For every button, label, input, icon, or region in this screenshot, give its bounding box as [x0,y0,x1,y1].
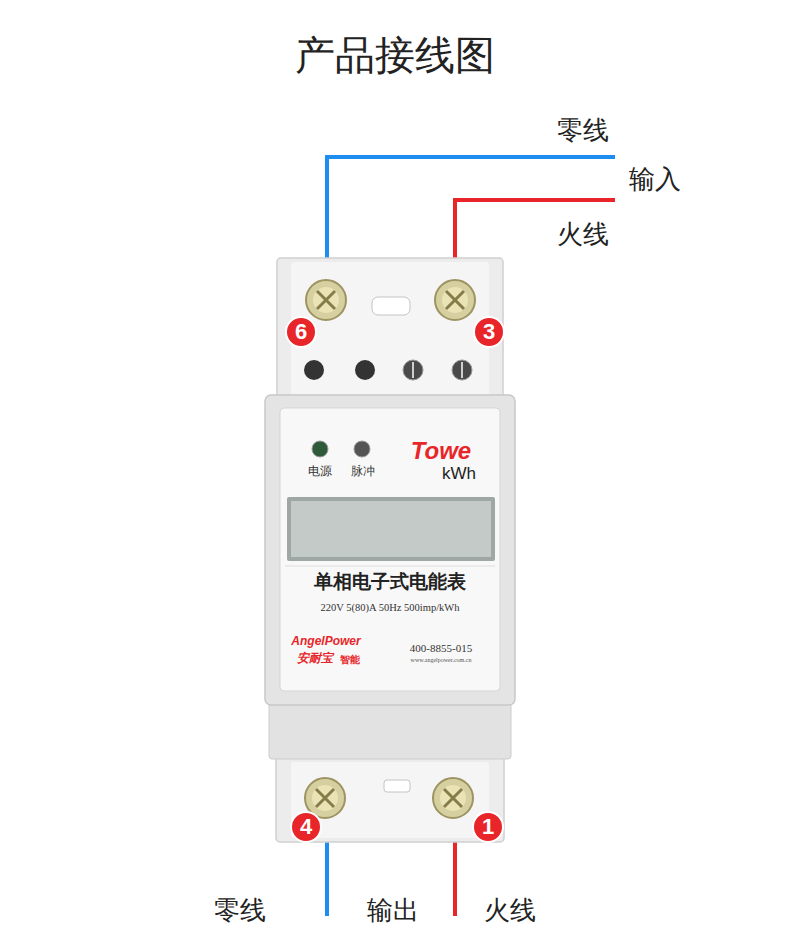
screw-head [433,778,473,818]
terminal-hole [355,360,375,380]
power-led [312,441,328,457]
callout-number: 4 [290,811,322,843]
maker-name: 安耐宝 [297,652,333,665]
wire-label: 零线 [557,116,609,145]
wire-group-label: 输出 [367,896,419,925]
terminal-screw [435,280,475,320]
front-panel [280,408,500,691]
terminal-hole [304,360,324,380]
callout-number: 3 [483,320,495,344]
top-terminal-block [277,258,503,403]
brand-logo: Towe [411,438,471,464]
small-screw [403,360,423,380]
wire-label: 零线 [214,896,266,925]
panel-divider [285,566,495,567]
live-wire [453,840,457,916]
phone-number: 400-8855-015 [410,642,472,654]
terminal-holes [304,360,472,380]
callout-number: 6 [285,316,317,348]
screw-face [312,785,338,811]
meter-body [265,395,515,705]
live-wire [455,200,615,260]
terminal-plate [291,262,489,396]
screw-slot [412,362,414,378]
screw-face [313,287,339,313]
callout-number: 4 [300,815,312,839]
wire-group-label: 输入 [629,165,681,194]
rating-spec: 220V 5(80)A 50Hz 500imp/kWh [321,602,460,614]
terminal-slot [372,297,410,315]
screw-cross [317,291,335,309]
screw-head [306,280,346,320]
unit-label: kWh [442,465,476,484]
lcd-frame [287,497,495,561]
terminal-screw [306,280,346,320]
led-label: 电源 [308,465,332,478]
neutral-wire [325,840,329,916]
din-clip [269,703,511,759]
screw-cross [316,789,334,807]
lcd-screen [291,501,491,557]
input-wires [327,157,615,260]
screw-cross [444,789,462,807]
diagram-title: 产品接线图 [295,33,495,77]
callout-number: 3 [473,316,505,348]
website: www.angelpower.com.cn [411,657,472,664]
callout-number: 1 [482,815,494,839]
wire-label: 火线 [484,896,536,925]
led-label: 脉冲 [351,465,375,478]
screw-cross [446,291,464,309]
callout-number: 6 [295,320,307,344]
meter-housing: 电源 脉冲 TowekWh 单相电子式电能表 220V 5(80)A 50Hz 500i… [265,255,515,842]
wire-label: 火线 [557,220,609,249]
meter-name: 单相电子式电能表 [314,572,466,593]
maker-logo: AngelPower [291,635,360,648]
terminal-screw [433,778,473,818]
maker-tag: 智能 [340,654,360,665]
screw-slot [461,362,463,378]
terminal-screws [305,280,475,818]
callout-number: 1 [472,811,504,843]
meter-housing [265,258,515,842]
neutral-wire [327,157,615,260]
pulse-led [354,441,370,457]
screw-head [435,280,475,320]
screw-face [442,287,468,313]
terminal-slot [384,780,410,792]
screw-face [440,785,466,811]
small-screw [452,360,472,380]
